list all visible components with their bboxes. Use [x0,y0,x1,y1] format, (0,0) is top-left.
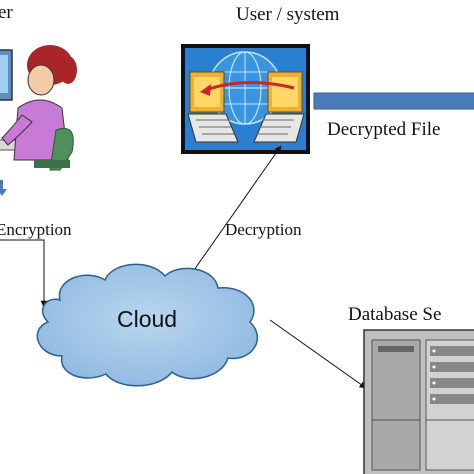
computers-globe-icon [181,44,310,154]
encryption-arrow [0,239,48,308]
cloud-shape [36,263,258,387]
user-label: er [0,2,13,23]
down-arrow-icon [0,180,7,196]
database-server-icon [363,329,474,474]
cloud-label: Cloud [117,306,178,332]
decrypted-file-arrow [313,92,474,110]
user-system-label: User / system [236,4,340,25]
decrypted-file-label: Decrypted File [327,119,441,140]
encryption-label: Encryption [0,220,72,239]
decryption-label: Decryption [225,220,302,239]
woman-at-computer-icon [0,45,77,171]
database-server-label: Database Se [348,304,442,325]
cloud-to-server-arrow [269,319,367,389]
decryption-arrow [191,145,282,274]
